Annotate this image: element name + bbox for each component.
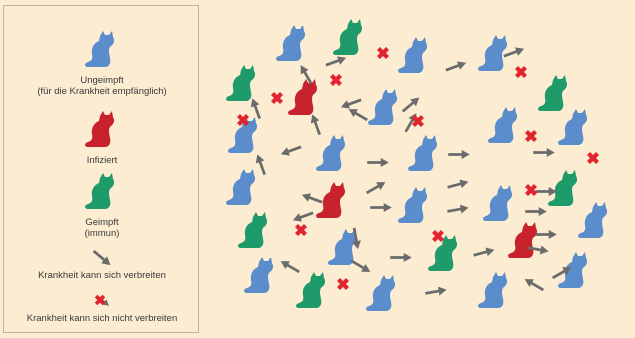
legend-panel: Ungeimpft (für die Krankheit empfänglich… <box>3 5 199 333</box>
vaccinated-cat-icon <box>548 170 577 206</box>
arrow-icon <box>278 257 301 276</box>
unvaccinated-cat-icon <box>558 252 587 288</box>
unvaccinated-cat-icon <box>483 185 512 221</box>
legend-no-spread-label: Krankheit kann sich nicht verbreiten <box>4 313 200 324</box>
arrow-icon <box>535 230 557 239</box>
arrow-icon <box>339 96 362 112</box>
arrow-icon <box>446 177 469 191</box>
unvaccinated-cat-icon <box>328 229 357 265</box>
infected-cat-icon <box>316 182 345 218</box>
legend-vaccinated-sublabel: (immun) <box>4 228 200 239</box>
unvaccinated-cat-icon <box>558 109 587 145</box>
legend-vaccinated-label: Geimpft <box>4 217 200 228</box>
vaccinated-cat-icon <box>538 75 567 111</box>
unvaccinated-cat-icon <box>316 135 345 171</box>
unvaccinated-cat-icon <box>398 187 427 223</box>
blocked-cross-icon <box>432 230 444 242</box>
unvaccinated-cat-icon <box>408 135 437 171</box>
arrow-icon <box>448 150 470 159</box>
vaccinated-cat-icon <box>333 19 362 55</box>
unvaccinated-cat-icon <box>478 35 507 71</box>
legend-vaccinated: Geimpft (immun) <box>4 166 200 239</box>
arrow-icon <box>248 97 264 120</box>
arrow-icon <box>308 113 324 136</box>
legend-no-spread: Krankheit kann sich nicht verbreiten <box>4 292 200 324</box>
arrow-icon <box>444 59 467 75</box>
arrow-icon <box>367 158 389 167</box>
legend-unvaccinated-label: Ungeimpft <box>4 75 200 86</box>
arrow-icon <box>364 178 387 197</box>
legend-unvaccinated-sublabel: (für die Krankheit empfänglich) <box>4 86 200 97</box>
blocked-cross-icon <box>295 224 307 236</box>
vaccinated-cat-icon <box>226 65 255 101</box>
blocked-cross-icon <box>271 92 283 104</box>
arrow-icon <box>447 203 470 216</box>
blocked-cross-icon <box>330 74 342 86</box>
legend-unvaccinated: Ungeimpft (für die Krankheit empfänglich… <box>4 24 200 97</box>
arrow-icon <box>525 207 547 216</box>
blocked-cross-icon <box>412 115 424 127</box>
arrow-icon <box>535 187 557 196</box>
unvaccinated-cat-icon <box>398 37 427 73</box>
arrow-icon <box>279 143 302 159</box>
arrow-icon <box>291 209 314 225</box>
unvaccinated-cat-icon <box>578 202 607 238</box>
vaccinated-cat-icon <box>296 272 325 308</box>
arrow-icon <box>533 148 555 157</box>
blocked-cross-icon <box>525 184 537 196</box>
arrow-icon <box>346 105 369 124</box>
infected-cat-icon <box>288 79 317 115</box>
vaccinated-cat-icon <box>238 212 267 248</box>
arrow-icon <box>390 253 412 262</box>
unvaccinated-cat-icon <box>368 89 397 125</box>
legend-spread-label: Krankheit kann sich verbreiten <box>4 270 200 281</box>
infected-cat-icon <box>508 222 537 258</box>
blocked-cross-icon <box>587 152 599 164</box>
arrow-icon <box>472 245 495 259</box>
legend-infected: Infiziert <box>4 104 200 166</box>
legend-spread: Krankheit kann sich verbreiten <box>4 251 200 281</box>
blocked-cross-icon <box>377 47 389 59</box>
arrow-icon <box>253 153 269 176</box>
cat-icon <box>82 24 122 70</box>
blocked-cross-icon <box>515 66 527 78</box>
cat-icon <box>82 166 122 212</box>
unvaccinated-cat-icon <box>478 272 507 308</box>
arrow-icon <box>324 54 347 70</box>
unvaccinated-cat-icon <box>488 107 517 143</box>
cat-icon <box>82 104 122 150</box>
arrow-icon <box>300 191 323 207</box>
arrow-icon <box>425 285 448 298</box>
arrow-icon <box>522 275 545 294</box>
legend-infected-label: Infiziert <box>4 155 200 166</box>
cat-network <box>205 0 635 338</box>
unvaccinated-cat-icon <box>366 275 395 311</box>
unvaccinated-cat-icon <box>226 169 255 205</box>
blocked-cross-icon <box>525 130 537 142</box>
blocked-cross-icon <box>337 278 349 290</box>
unvaccinated-cat-icon <box>276 25 305 61</box>
unvaccinated-cat-icon <box>244 257 273 293</box>
arrow-icon <box>400 94 422 115</box>
blocked-arrow-icon <box>91 292 113 308</box>
arrow-icon <box>370 203 392 212</box>
arrow-icon <box>89 246 115 271</box>
